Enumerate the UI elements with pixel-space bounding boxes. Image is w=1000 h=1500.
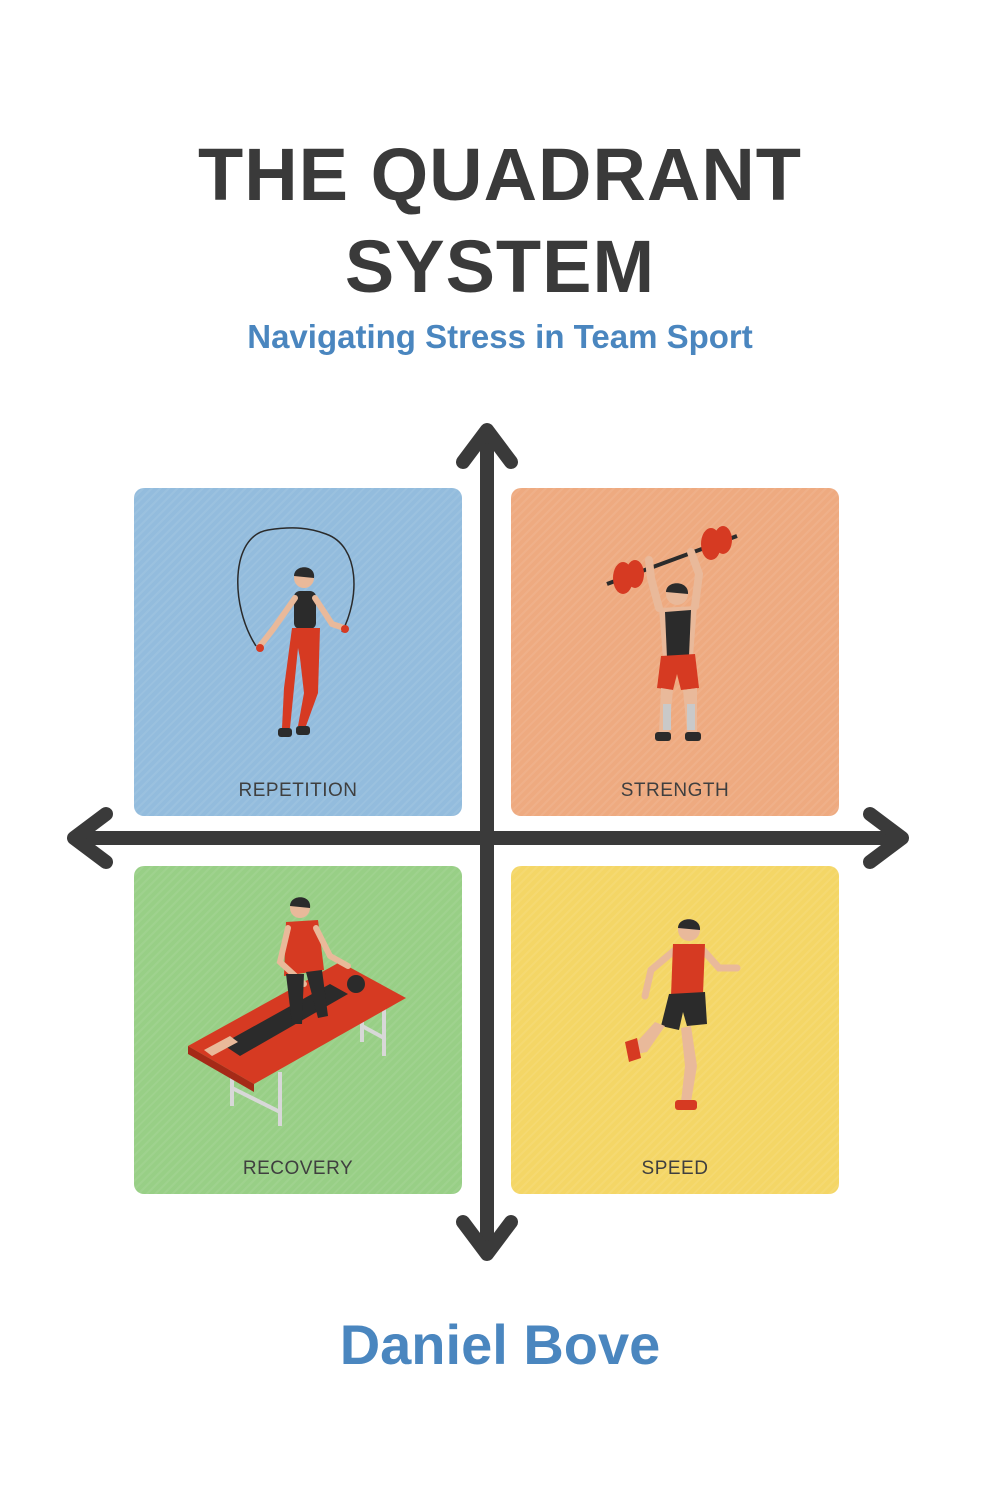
quadrant-repetition: REPETITION [134, 488, 462, 816]
title-line-2: SYSTEM [344, 225, 656, 308]
weightlifter-icon [606, 526, 738, 741]
arrow-left-icon [67, 807, 113, 869]
arrow-right-icon [863, 807, 909, 869]
quadrant-label-recovery: RECOVERY [242, 1158, 354, 1179]
quadrant-label-repetition: REPETITION [238, 780, 358, 801]
massage-table-icon [188, 897, 406, 1126]
author-name: Daniel Bove [339, 1313, 661, 1376]
quadrant-label-speed: SPEED [641, 1158, 709, 1179]
runner-icon [625, 919, 741, 1110]
arrow-up-icon [456, 423, 518, 469]
quadrant-recovery: RECOVERY [134, 866, 462, 1194]
arrow-down-icon [456, 1215, 518, 1261]
title-line-1: THE QUADRANT [198, 133, 802, 216]
jump-rope-icon [237, 527, 355, 737]
quadrant-strength: STRENGTH [511, 488, 839, 816]
subtitle: Navigating Stress in Team Sport [247, 318, 753, 355]
quadrant-label-strength: STRENGTH [620, 780, 730, 801]
quadrant-speed: SPEED [511, 866, 839, 1194]
